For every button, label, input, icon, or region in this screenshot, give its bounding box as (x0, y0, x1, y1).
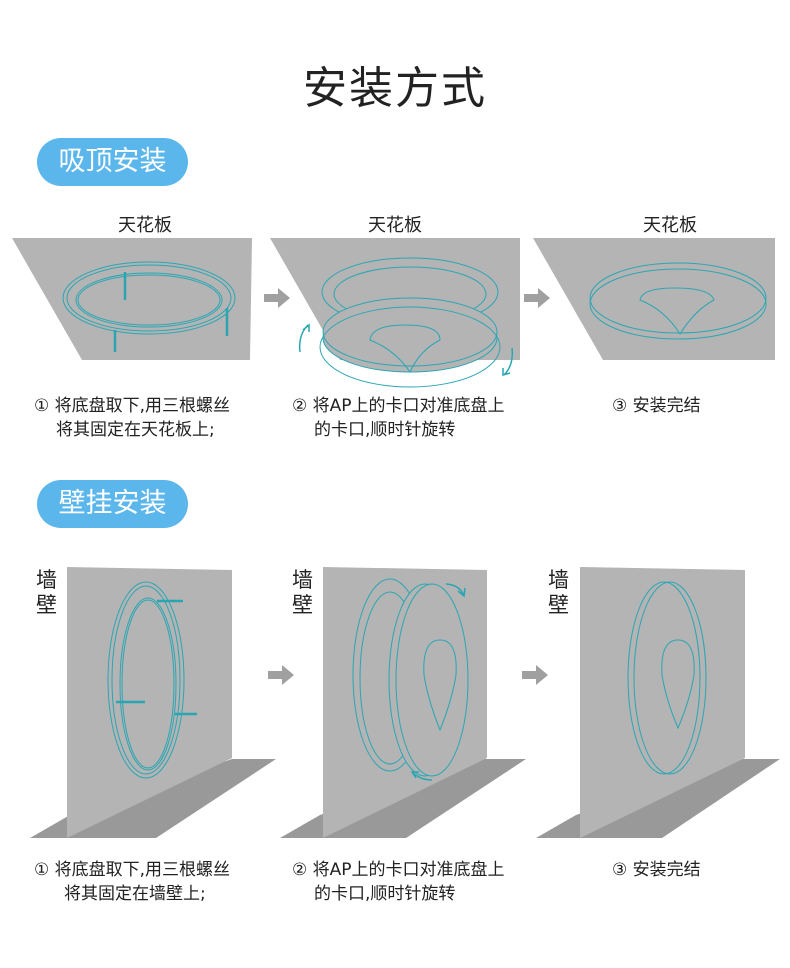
rotate-arrow-icon (298, 323, 310, 353)
step-text: 的卡口,顺时针旋转 (314, 884, 456, 904)
arrow-icon (522, 665, 548, 685)
step-text: 将其固定在墙壁上; (64, 884, 206, 904)
ceiling-label-1: 天花板 (118, 215, 172, 236)
ceiling-label-2: 天花板 (368, 215, 422, 236)
step-text: 将其固定在天花板上; (56, 420, 215, 440)
step-text: ② 将AP上的卡口对准底盘上 (292, 396, 505, 416)
ceiling-step-3: ③ 安装完结 (612, 394, 701, 418)
step-text: ① 将底盘取下,用三根螺丝 (34, 860, 231, 880)
page-title: 安装方式 (303, 63, 487, 114)
wall-panel-1 (67, 567, 232, 838)
label-char: 壁 (36, 593, 57, 617)
label-char: 壁 (548, 593, 569, 617)
wall-label-3: 墙壁 (548, 568, 572, 618)
arrow-icon (268, 665, 294, 685)
arrow-icon (524, 288, 550, 308)
label-char: 墙 (292, 568, 313, 592)
arrow-icon (264, 288, 290, 308)
ceiling-panel-3 (533, 238, 775, 360)
rotate-arrow-icon (410, 771, 433, 781)
ceiling-panel-1 (12, 238, 252, 360)
wall-step-1: ① 将底盘取下,用三根螺丝 将其固定在墙壁上; (34, 858, 230, 906)
wall-panel-3 (580, 567, 745, 838)
step-text: ③ 安装完结 (612, 860, 701, 880)
wall-step-3: ③ 安装完结 (612, 858, 701, 882)
wall-label-2: 墙壁 (292, 568, 316, 618)
label-char: 墙 (36, 568, 57, 592)
label-char: 壁 (292, 593, 313, 617)
ceiling-heading: 吸顶安装 (37, 138, 188, 186)
wall-step-2: ② 将AP上的卡口对准底盘上 的卡口,顺时针旋转 (292, 858, 505, 906)
ceiling-label-3: 天花板 (643, 215, 697, 236)
rotate-arrow-icon (445, 583, 466, 598)
step-text: ② 将AP上的卡口对准底盘上 (292, 860, 505, 880)
ceiling-step-1: ① 将底盘取下,用三根螺丝 将其固定在天花板上; (34, 394, 230, 442)
wall-heading: 壁挂安装 (37, 480, 188, 528)
step-text: ① 将底盘取下,用三根螺丝 (34, 396, 231, 416)
wall-label-1: 墙壁 (36, 568, 60, 618)
ceiling-step-2: ② 将AP上的卡口对准底盘上 的卡口,顺时针旋转 (292, 394, 505, 442)
step-text: 的卡口,顺时针旋转 (314, 420, 456, 440)
rotate-arrow-icon (502, 347, 514, 376)
step-text: ③ 安装完结 (612, 396, 701, 416)
label-char: 墙 (548, 568, 569, 592)
